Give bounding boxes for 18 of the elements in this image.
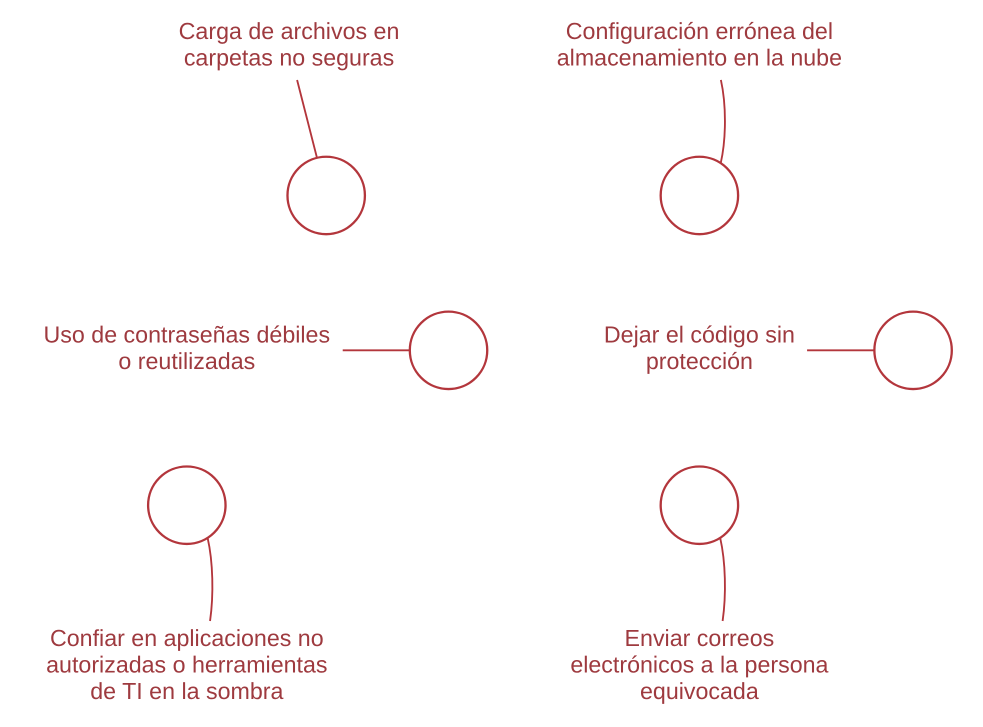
- node-circle: [873, 310, 953, 390]
- node-circle: [146, 465, 227, 546]
- connector: [296, 80, 318, 158]
- connector: [206, 538, 214, 622]
- node-text: Uso de contraseñas débiles o reutilizadas: [44, 322, 330, 374]
- node-circle: [660, 156, 740, 236]
- node-text: Dejar el código sin protección: [604, 322, 795, 374]
- connector: [719, 538, 726, 622]
- node-circle: [286, 156, 366, 236]
- connector: [720, 80, 726, 164]
- node-text: Configuración errónea del almacenamiento en la nube: [556, 18, 842, 70]
- connector: [342, 349, 410, 352]
- node-text: Confiar en aplicaciones no autorizadas o herramientas de TI en la sombra: [46, 625, 328, 704]
- node-circle: [660, 465, 740, 546]
- node-text: Carga de archivos en carpetas no seguras: [178, 18, 400, 70]
- node-text: Enviar correos electrónicos a la persona equivocada: [570, 625, 828, 704]
- node-circle: [408, 310, 488, 390]
- connector: [807, 349, 874, 352]
